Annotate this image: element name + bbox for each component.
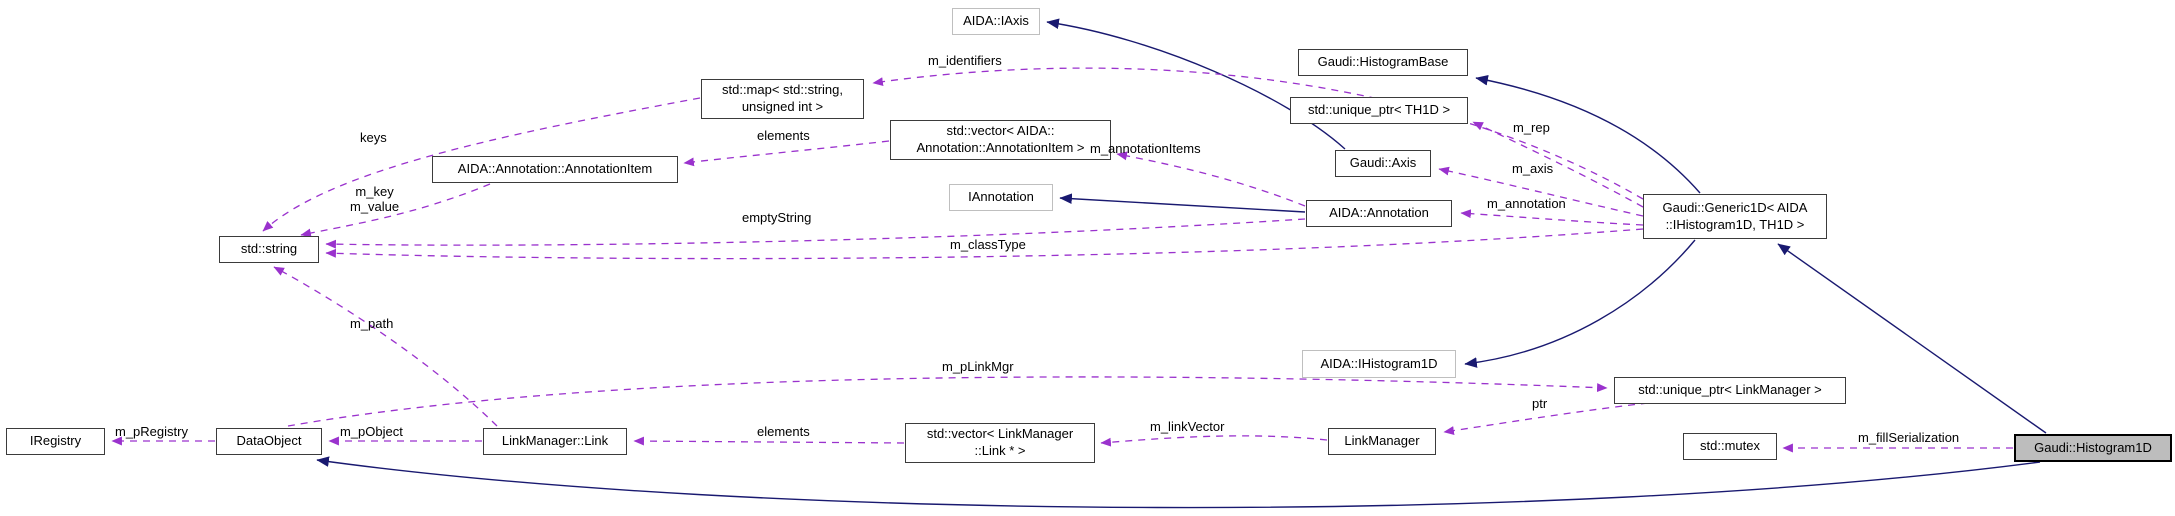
node-aida-iaxis: AIDA::IAxis <box>952 8 1040 35</box>
edge-inherit-histogram1d-generic1d <box>1777 243 2047 434</box>
edge-label-m-annotation: m_annotation <box>1487 196 1566 211</box>
node-unique-ptr-linkmanager[interactable]: std::unique_ptr< LinkManager > <box>1614 377 1846 404</box>
edge-label-m-identifiers: m_identifiers <box>928 53 1002 68</box>
edge-inherit-histogram1d-dataobject <box>316 456 2041 509</box>
edge-label-m-key-m-value: m_key m_value <box>350 184 400 214</box>
node-linkmanager[interactable]: LinkManager <box>1328 428 1436 455</box>
edge-inherit-annotation-iannotation <box>1059 193 1306 213</box>
edge-label-emptystring: emptyString <box>742 210 812 225</box>
edge-elements-top <box>683 140 890 167</box>
edge-label-m-rep: m_rep <box>1513 120 1550 135</box>
edge-label-m-annotationitems: m_annotationItems <box>1090 141 1201 156</box>
edge-m-path <box>273 266 498 427</box>
node-iannotation: IAnnotation <box>949 184 1053 211</box>
node-std-vector-link[interactable]: std::vector< LinkManager ::Link * > <box>905 423 1095 463</box>
edge-label-m-path: m_path <box>350 316 394 331</box>
edge-label-m-axis: m_axis <box>1512 161 1554 176</box>
edge-label-keys: keys <box>360 130 387 145</box>
edge-ptr <box>1443 402 1649 435</box>
node-std-map[interactable]: std::map< std::string, unsigned int > <box>701 79 864 119</box>
edge-label-m-linkvector: m_linkVector <box>1150 419 1225 434</box>
node-gaudi-axis[interactable]: Gaudi::Axis <box>1335 150 1431 177</box>
edge-m-annotationitems <box>1116 151 1306 207</box>
edge-m-axis <box>1438 166 1644 217</box>
node-gaudi-generic1d[interactable]: Gaudi::Generic1D< AIDA ::IHistogram1D, T… <box>1643 194 1827 239</box>
edge-inherit-generic1d-ihistogram1d <box>1464 239 1696 368</box>
edge-label-m-classtype: m_classType <box>950 237 1026 252</box>
node-aida-ihistogram1d: AIDA::IHistogram1D <box>1302 350 1456 378</box>
node-std-mutex[interactable]: std::mutex <box>1683 433 1777 460</box>
node-std-string[interactable]: std::string <box>219 236 319 263</box>
node-std-vector-annotationitem[interactable]: std::vector< AIDA:: Annotation::Annotati… <box>890 120 1111 160</box>
edge-label-elements-bottom: elements <box>757 424 810 439</box>
edge-m-key-m-value <box>300 183 491 238</box>
node-gaudi-histogram1d: Gaudi::Histogram1D <box>2014 434 2172 462</box>
edge-label-m-pobject: m_pObject <box>340 424 403 439</box>
edge-label-ptr: ptr <box>1532 396 1548 411</box>
edge-emptystring <box>325 218 1306 249</box>
edge-inherit-generic1d-histogrambase <box>1475 75 1701 194</box>
edge-m-linkvector <box>1100 435 1328 447</box>
node-aida-annotation-annotationitem[interactable]: AIDA::Annotation::AnnotationItem <box>432 156 678 183</box>
node-unique-ptr-th1d[interactable]: std::unique_ptr< TH1D > <box>1290 97 1468 124</box>
edge-m-plinkmgr <box>287 376 1608 427</box>
edge-m-classtype <box>325 228 1644 260</box>
edge-keys <box>262 97 701 232</box>
edge-elements-bottom <box>633 436 905 446</box>
node-linkmanager-link[interactable]: LinkManager::Link <box>483 428 627 455</box>
edge-inherit-axis-iaxis <box>1046 18 1346 150</box>
edge-m-rep <box>1472 121 1644 208</box>
edge-m-identifiers <box>872 67 1644 200</box>
node-aida-annotation[interactable]: AIDA::Annotation <box>1306 200 1452 227</box>
node-dataobject[interactable]: DataObject <box>216 428 322 455</box>
node-gaudi-histogrambase[interactable]: Gaudi::HistogramBase <box>1298 49 1468 76</box>
edge-label-m-pregistry: m_pRegistry <box>115 424 188 439</box>
edge-label-m-plinkmgr: m_pLinkMgr <box>942 359 1014 374</box>
edge-m-annotation <box>1460 209 1644 226</box>
edge-label-m-fillserialization: m_fillSerialization <box>1858 430 1960 445</box>
node-iregistry[interactable]: IRegistry <box>6 428 105 455</box>
edge-label-elements-top: elements <box>757 128 810 143</box>
